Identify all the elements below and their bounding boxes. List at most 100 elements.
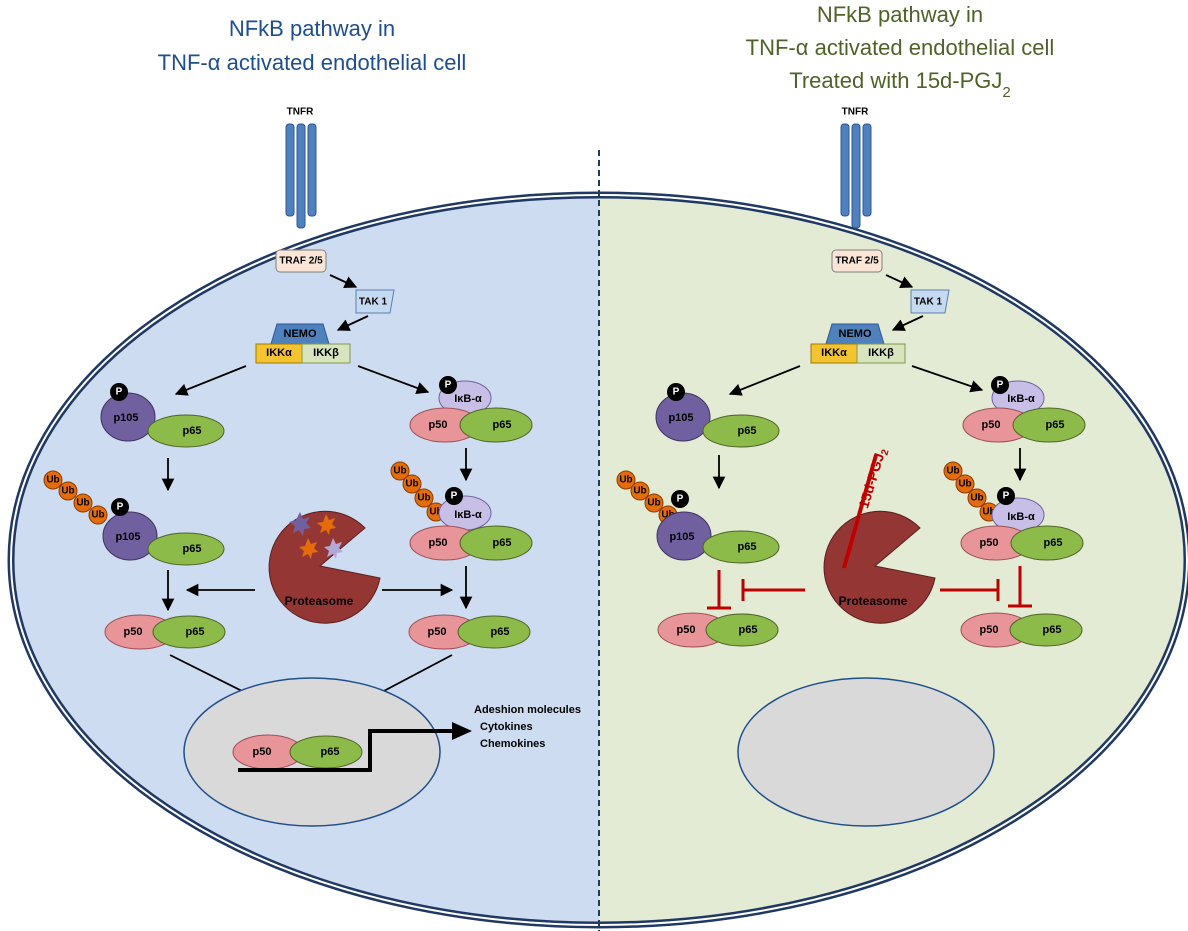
right-traf-box — [831, 249, 883, 273]
left-fragment-2 — [317, 514, 336, 535]
left-ub-7-label: Ub — [417, 493, 430, 504]
left-traf-label: TRAF 2/5 — [279, 256, 323, 267]
left-title-line1: NFkB pathway in — [229, 16, 395, 41]
right-ub-7-label: Ub — [970, 493, 983, 504]
right-p65-f — [1009, 613, 1083, 647]
right-ub-5 — [943, 461, 963, 481]
left-p65-a-label: p65 — [183, 425, 202, 437]
left-ub-3-label: Ub — [76, 498, 89, 509]
right-p50-d-label: p50 — [980, 624, 999, 636]
left-p65-e-label: p65 — [186, 626, 205, 638]
left-arrow-ikk-ikb — [357, 365, 430, 394]
left-ub-5-label: Ub — [393, 466, 406, 477]
right-arrow-ikk-ikb — [911, 365, 984, 393]
right-ub-6 — [955, 474, 975, 494]
right-ikb-top-label: IκB-α — [1007, 393, 1035, 405]
left-fragment-3 — [299, 538, 318, 559]
left-p65-b-label: p65 — [493, 419, 512, 431]
left-phospho-4 — [445, 487, 463, 505]
left-p65-c — [147, 532, 225, 566]
right-ikb-ub-label: IκB-α — [1007, 511, 1035, 523]
left-p65-f-label: p65 — [491, 626, 510, 638]
right-phospho-1 — [667, 383, 685, 401]
right-p105-ub — [656, 511, 712, 561]
right-ub-1-label: Ub — [619, 475, 632, 486]
left-ub-5 — [390, 461, 410, 481]
right-arrow-tak-nemo — [891, 315, 924, 331]
left-ub-2-label: Ub — [61, 486, 74, 497]
right-tak-label: TAK 1 — [914, 297, 943, 308]
left-phospho-4-label: P — [451, 491, 458, 502]
right-phospho-4-label: P — [1003, 491, 1010, 502]
right-ub-3 — [644, 493, 664, 513]
left-ikk-beta-box — [301, 343, 351, 364]
right-p105-ub-label: p105 — [669, 531, 694, 543]
output-adhesion: Adeshion molecules — [474, 704, 581, 716]
left-ub-6 — [402, 474, 422, 494]
right-phospho-2-label: P — [997, 380, 1004, 391]
right-phospho-3 — [671, 490, 689, 508]
right-pathway: TNFR TRAF 2/5 TAK 1 NEMO IKKα IKKβ p105 … — [616, 107, 1086, 827]
left-p50-nuclear-label: p50 — [253, 746, 272, 758]
left-p65-a — [147, 414, 225, 448]
right-p65-e — [705, 613, 779, 647]
right-traf-label: TRAF 2/5 — [835, 256, 879, 267]
right-nemo-label: NEMO — [839, 328, 872, 340]
left-arrow-traf-tak — [329, 274, 358, 288]
right-p65-e-label: p65 — [739, 624, 758, 636]
left-ikk-alpha-label: IKKα — [266, 347, 292, 359]
right-p65-a-label: p65 — [738, 425, 757, 437]
right-title-line1: NFkB pathway in — [817, 2, 983, 27]
left-ub-2 — [58, 481, 78, 501]
right-ub-2-label: Ub — [633, 486, 646, 497]
left-p105-top-label: p105 — [113, 412, 138, 424]
right-arrow-ikk-p105 — [728, 365, 801, 396]
left-p65-b — [459, 407, 533, 443]
right-tnfr-receptor — [840, 123, 872, 229]
right-phospho-1-label: P — [673, 387, 680, 398]
right-ub-6-label: Ub — [958, 479, 971, 490]
right-ub-8-label: Ub — [982, 507, 995, 518]
right-ub-1 — [616, 470, 636, 490]
right-title-line2: TNF-α activated endothelial cell — [746, 35, 1055, 60]
right-ikk-alpha-label: IKKα — [821, 347, 847, 359]
left-ub-4 — [88, 505, 108, 525]
left-ub-6-label: Ub — [405, 479, 418, 490]
right-p65-c-label: p65 — [738, 541, 757, 553]
right-p65-b — [1012, 407, 1086, 443]
right-p65-c — [702, 530, 780, 564]
right-phospho-2 — [991, 376, 1009, 394]
right-p65-f-label: p65 — [1043, 624, 1062, 636]
right-ikk-beta-label: IKKβ — [868, 347, 894, 359]
right-ub-4-label: Ub — [661, 510, 674, 521]
left-tak-box — [355, 289, 395, 314]
left-p105-ub-label: p105 — [115, 531, 140, 543]
right-ikk-beta-box — [856, 343, 906, 364]
left-proteasome — [268, 510, 381, 624]
left-phospho-1 — [110, 383, 128, 401]
left-p65-e — [152, 615, 226, 649]
right-p50-b-label: p50 — [980, 537, 999, 549]
left-p65-nuclear-label: p65 — [321, 746, 340, 758]
left-ub-4-label: Ub — [91, 510, 104, 521]
left-ub-3 — [73, 493, 93, 513]
left-p65-f — [457, 615, 531, 649]
left-ub-1-label: Ub — [46, 475, 59, 486]
right-p65-b-label: p65 — [1046, 419, 1065, 431]
right-p65-d — [1010, 525, 1084, 561]
output-chemokines: Chemokines — [480, 738, 545, 750]
left-phospho-2-label: P — [445, 380, 452, 391]
right-proteasome-label: Proteasome — [839, 594, 908, 608]
left-tnfr-label: TNFR — [287, 107, 314, 118]
left-p65-d-label: p65 — [493, 537, 512, 549]
right-phospho-3-label: P — [677, 494, 684, 505]
left-ub-1 — [43, 470, 63, 490]
output-cytokines: Cytokines — [480, 721, 533, 733]
left-phospho-3-label: P — [117, 502, 124, 513]
left-p50-c-label: p50 — [124, 626, 143, 638]
left-ub-7 — [414, 488, 434, 508]
right-p65-a — [702, 414, 780, 448]
left-p65-c-label: p65 — [183, 543, 202, 555]
inhibitor-line — [842, 454, 878, 569]
